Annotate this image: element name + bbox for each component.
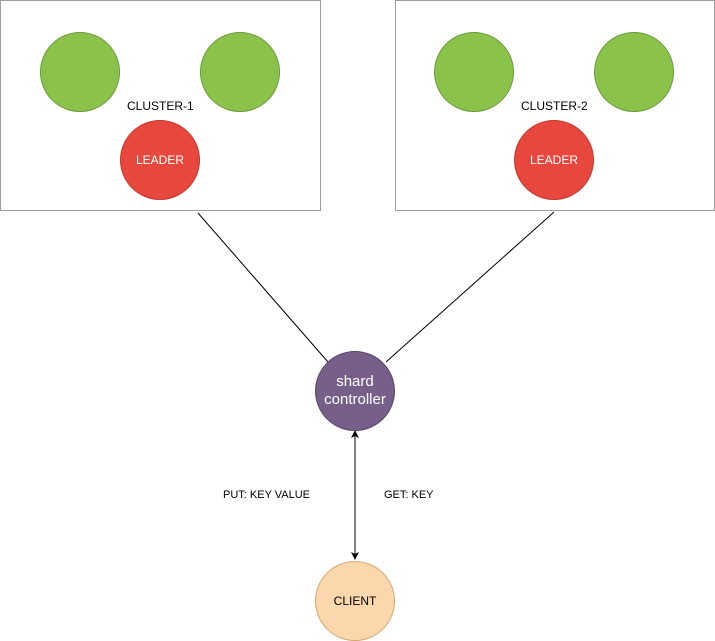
cluster-2-leader-label: LEADER <box>529 153 579 167</box>
edge-cluster-1-to-shard-controller <box>197 212 329 363</box>
cluster-1-follower-node-2 <box>200 32 280 112</box>
cluster-1-label: CLUSTER-1 <box>127 99 194 113</box>
cluster-2-label: CLUSTER-2 <box>521 99 588 113</box>
edge-cluster-2-to-shard-controller <box>385 211 555 363</box>
cluster-2-follower-node-1 <box>434 32 514 112</box>
cluster-2-leader-node: LEADER <box>514 120 594 200</box>
cluster-1-leader-label: LEADER <box>135 153 185 167</box>
put-edge-label: PUT: KEY VALUE <box>223 489 311 501</box>
client-node: CLIENT <box>315 561 395 641</box>
cluster-1-follower-node-1 <box>40 32 120 112</box>
shard-controller-node: shard controller <box>315 351 395 431</box>
cluster-1-leader-node: LEADER <box>120 120 200 200</box>
shard-controller-label: shard controller <box>324 373 386 408</box>
cluster-2-follower-node-2 <box>594 32 674 112</box>
get-edge-label: GET: KEY <box>384 489 434 501</box>
client-label: CLIENT <box>333 594 377 608</box>
